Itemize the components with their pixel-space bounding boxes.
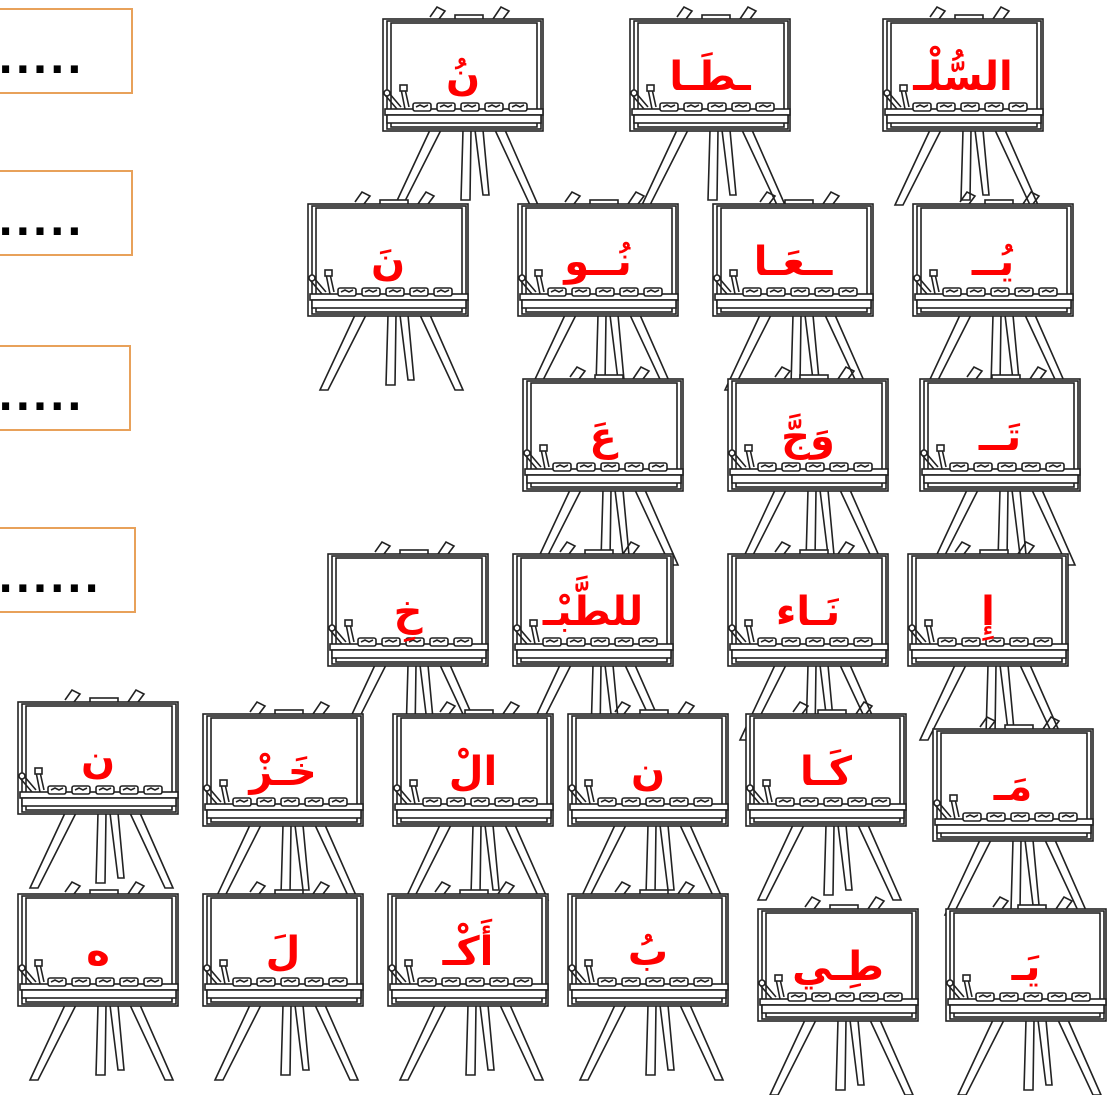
syllable-label: أَكْـ (398, 922, 538, 982)
easel-card[interactable]: نُ (375, 5, 545, 195)
easel-card[interactable]: السُّلْـ (875, 5, 1045, 195)
easel-card[interactable]: يُــ (905, 190, 1075, 380)
easel-card[interactable]: لَ (195, 880, 365, 1070)
syllable-label: ن (28, 730, 168, 790)
easel-card[interactable]: عَ (515, 365, 685, 555)
syllable-label: ـطَـا (640, 47, 780, 107)
easel-card[interactable]: ــعَـا (705, 190, 875, 380)
easel-card[interactable]: نُــو (510, 190, 680, 380)
syllable-label: مَـ (943, 757, 1083, 817)
syllable-label: يَـ (956, 937, 1096, 997)
easel-card[interactable]: مَـ (925, 715, 1095, 905)
syllable-label: خِ (338, 582, 478, 642)
answer-box-3[interactable]: ..... (0, 345, 131, 431)
answer-box-2[interactable]: ..... (0, 170, 133, 256)
easel-card[interactable]: بُ (560, 880, 730, 1070)
syllable-label: نَ (318, 232, 458, 292)
syllable-label: نُــو (528, 232, 668, 292)
syllable-label: ن (578, 742, 718, 802)
syllable-label: ــعَـا (723, 232, 863, 292)
easel-card[interactable]: وَجَّ (720, 365, 890, 555)
syllable-label: للطَّبْـ (523, 582, 663, 642)
easel-card[interactable]: ن (560, 700, 730, 890)
easel-card[interactable]: نَ (300, 190, 470, 380)
syllable-label: عَ (533, 407, 673, 467)
answer-dots: ..... (0, 212, 84, 232)
easel-card[interactable]: الْ (385, 700, 555, 890)
syllable-label: الْ (403, 742, 543, 802)
easel-card[interactable]: خَـزْ (195, 700, 365, 890)
easel-card[interactable]: يَـ (938, 895, 1107, 1085)
syllable-label: كَـا (756, 742, 896, 802)
syllable-label: لَ (213, 922, 353, 982)
easel-card[interactable]: ه (10, 880, 180, 1070)
syllable-label: ه (28, 922, 168, 982)
easel-card[interactable]: تَــ (912, 365, 1082, 555)
syllable-label: يُــ (923, 232, 1063, 292)
answer-dots: ..... (0, 387, 84, 407)
easel-card[interactable]: ـطَـا (622, 5, 792, 195)
answer-dots: ..... (0, 50, 84, 70)
easel-card[interactable]: كَـا (738, 700, 908, 890)
syllable-label: طِـي (768, 937, 908, 997)
syllable-label: إِ (918, 582, 1058, 642)
answer-box-1[interactable]: ..... (0, 8, 133, 94)
easel-card[interactable]: طِـي (750, 895, 920, 1085)
syllable-label: نُ (393, 47, 533, 107)
syllable-label: السُّلْـ (893, 47, 1033, 107)
answer-box-4[interactable]: ...... (0, 527, 136, 613)
easel-card[interactable]: أَكْـ (380, 880, 550, 1070)
syllable-label: خَـزْ (213, 742, 353, 802)
syllable-label: وَجَّ (738, 407, 878, 467)
easel-card[interactable]: إِ (900, 540, 1070, 730)
syllable-label: نَـاء (738, 582, 878, 642)
easel-card[interactable]: ن (10, 688, 180, 878)
syllable-label: تَــ (930, 407, 1070, 467)
answer-dots: ...... (0, 569, 101, 589)
syllable-label: بُ (578, 922, 718, 982)
